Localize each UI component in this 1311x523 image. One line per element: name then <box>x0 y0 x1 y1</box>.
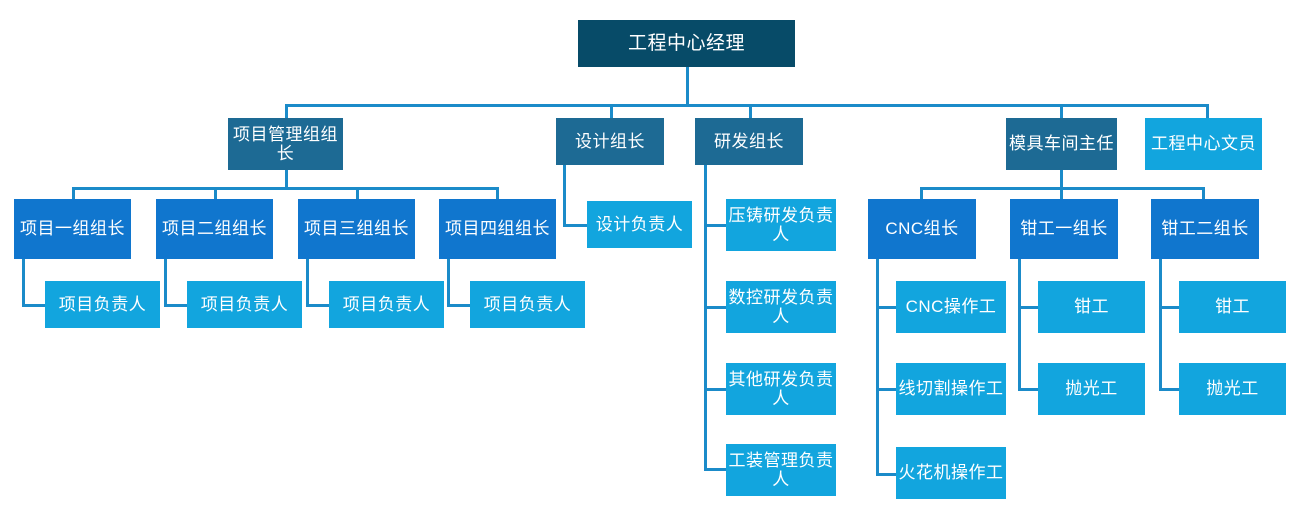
node-project-management-leader[interactable]: 项目管理组组长 <box>228 118 343 170</box>
node-project-2-owner[interactable]: 项目负责人 <box>187 281 302 328</box>
connector-rnd-stub-2 <box>704 306 726 309</box>
connector-proj4-owner-v <box>447 259 450 307</box>
connector-drop-cnc <box>920 187 923 199</box>
connector-drop-mold-shop <box>1060 104 1063 118</box>
node-fitter-2-polisher[interactable]: 抛光工 <box>1179 363 1286 415</box>
connector-proj1-owner-v <box>22 259 25 307</box>
node-design-owner[interactable]: 设计负责人 <box>587 201 692 248</box>
connector-proj2-owner-h <box>164 304 187 307</box>
connector-cnc-spine <box>876 259 879 476</box>
node-root-engineering-center-manager[interactable]: 工程中心经理 <box>578 20 795 67</box>
connector-drop-design <box>610 104 613 118</box>
connector-proj4-owner-h <box>447 304 470 307</box>
connector-drop-proj4 <box>496 187 499 199</box>
node-fitter-group-1-leader[interactable]: 钳工一组长 <box>1010 199 1118 259</box>
node-fitter-2-worker[interactable]: 钳工 <box>1179 281 1286 333</box>
connector-fitter2-stub-1 <box>1159 306 1179 309</box>
connector-drop-rnd <box>749 104 752 118</box>
node-other-rnd-owner[interactable]: 其他研发负责人 <box>726 363 836 415</box>
connector-fitter1-stub-1 <box>1018 306 1038 309</box>
connector-drop-fitter1 <box>1060 187 1063 199</box>
connector-project-groups-bus <box>72 187 499 190</box>
connector-drop-fitter2 <box>1202 187 1205 199</box>
connector-fitter2-stub-2 <box>1159 388 1179 391</box>
node-wire-cutting-operator[interactable]: 线切割操作工 <box>896 363 1006 415</box>
connector-cnc-stub-2 <box>876 388 896 391</box>
node-edm-operator[interactable]: 火花机操作工 <box>896 447 1006 499</box>
node-project-group-3-leader[interactable]: 项目三组组长 <box>298 199 415 259</box>
node-cnc-leader[interactable]: CNC组长 <box>868 199 976 259</box>
connector-fitter1-stub-2 <box>1018 388 1038 391</box>
connector-drop-proj2 <box>214 187 217 199</box>
connector-design-owner-h <box>563 224 587 227</box>
node-tooling-management-owner[interactable]: 工装管理负责人 <box>726 444 836 496</box>
node-project-4-owner[interactable]: 项目负责人 <box>470 281 585 328</box>
connector-cnc-stub-1 <box>876 306 896 309</box>
connector-fitter2-spine <box>1159 259 1162 391</box>
connector-project-mgmt-down <box>285 170 288 187</box>
connector-proj3-owner-v <box>306 259 309 307</box>
connector-rnd-stub-4 <box>704 468 726 471</box>
node-nc-rnd-owner[interactable]: 数控研发负责人 <box>726 281 836 333</box>
connector-drop-proj3 <box>356 187 359 199</box>
node-fitter-group-2-leader[interactable]: 钳工二组长 <box>1151 199 1259 259</box>
connector-cnc-stub-3 <box>876 473 896 476</box>
connector-design-owner-v <box>563 165 566 227</box>
node-cnc-operator[interactable]: CNC操作工 <box>896 281 1006 333</box>
node-fitter-1-polisher[interactable]: 抛光工 <box>1038 363 1145 415</box>
node-engineering-center-clerk[interactable]: 工程中心文员 <box>1145 118 1262 170</box>
connector-rnd-spine <box>704 165 707 470</box>
connector-rnd-stub-3 <box>704 388 726 391</box>
connector-mold-shop-down <box>1060 170 1063 187</box>
node-diecast-rnd-owner[interactable]: 压铸研发负责人 <box>726 199 836 251</box>
node-design-leader[interactable]: 设计组长 <box>556 118 664 165</box>
node-project-3-owner[interactable]: 项目负责人 <box>329 281 444 328</box>
node-project-group-2-leader[interactable]: 项目二组组长 <box>156 199 273 259</box>
node-mold-workshop-director[interactable]: 模具车间主任 <box>1006 118 1117 170</box>
node-fitter-1-worker[interactable]: 钳工 <box>1038 281 1145 333</box>
connector-proj1-owner-h <box>22 304 45 307</box>
connector-rnd-stub-1 <box>704 224 726 227</box>
connector-drop-proj1 <box>72 187 75 199</box>
connector-proj2-owner-v <box>164 259 167 307</box>
node-project-group-1-leader[interactable]: 项目一组组长 <box>14 199 131 259</box>
connector-drop-clerk <box>1206 104 1209 118</box>
node-project-group-4-leader[interactable]: 项目四组组长 <box>439 199 556 259</box>
connector-top-bus <box>285 104 1209 107</box>
node-rnd-leader[interactable]: 研发组长 <box>695 118 803 165</box>
connector-fitter1-spine <box>1018 259 1021 391</box>
connector-drop-project-mgmt <box>285 104 288 118</box>
connector-root-drop <box>686 67 689 105</box>
node-project-1-owner[interactable]: 项目负责人 <box>45 281 160 328</box>
connector-proj3-owner-h <box>306 304 329 307</box>
